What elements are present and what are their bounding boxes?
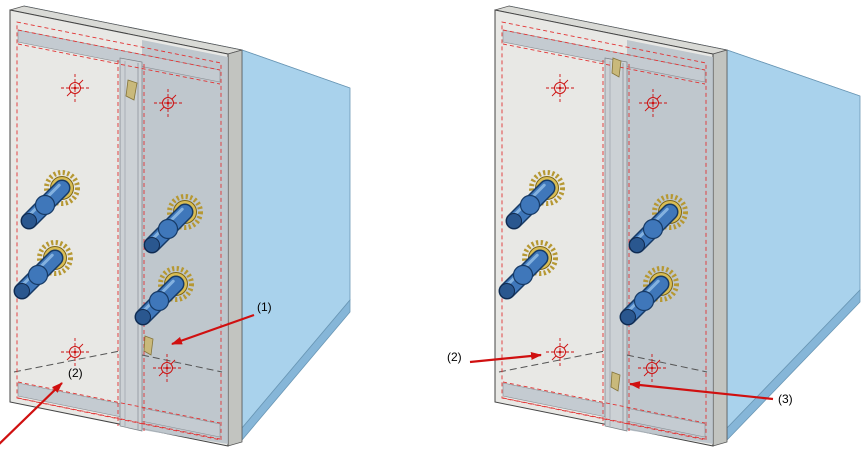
bottom-flange-band xyxy=(17,382,221,438)
leader-arrow-1 xyxy=(171,313,255,346)
bottom-flange-band xyxy=(502,382,706,438)
plate-side-edge xyxy=(712,49,728,447)
weld-prep-bottom xyxy=(143,335,154,356)
weld-prep-top xyxy=(125,79,138,101)
plate-shaded-half xyxy=(142,40,228,444)
weld-prep-bottom xyxy=(610,371,621,392)
annotations-right: (2) (3) xyxy=(447,350,793,406)
view-right: (2) (3) xyxy=(447,5,861,447)
weld-prep-top xyxy=(611,57,622,78)
end-plate xyxy=(494,5,728,447)
annotations-left: (1) (2) xyxy=(0,300,272,445)
callout-label-2: (2) xyxy=(68,366,83,380)
weld-outline-perimeter xyxy=(16,21,222,441)
leader-arrow-3 xyxy=(629,381,774,401)
view-left: (1) (2) xyxy=(0,5,351,447)
plate-shaded-half xyxy=(627,40,713,444)
leader-arrow-2 xyxy=(0,382,63,445)
top-flange-band xyxy=(502,29,706,83)
callout-label-2b: (2) xyxy=(447,350,462,364)
top-flange-band xyxy=(17,29,221,83)
plate-side-edge xyxy=(227,49,243,447)
end-plate xyxy=(9,5,243,447)
web-strip xyxy=(119,57,143,432)
hidden-flange-line xyxy=(498,350,708,373)
hidden-flange-line xyxy=(13,350,223,373)
callout-label-1: (1) xyxy=(257,300,272,314)
leader-arrow-2b xyxy=(469,352,542,364)
weld-outline-perimeter xyxy=(501,21,707,441)
callout-label-3: (3) xyxy=(778,392,793,406)
